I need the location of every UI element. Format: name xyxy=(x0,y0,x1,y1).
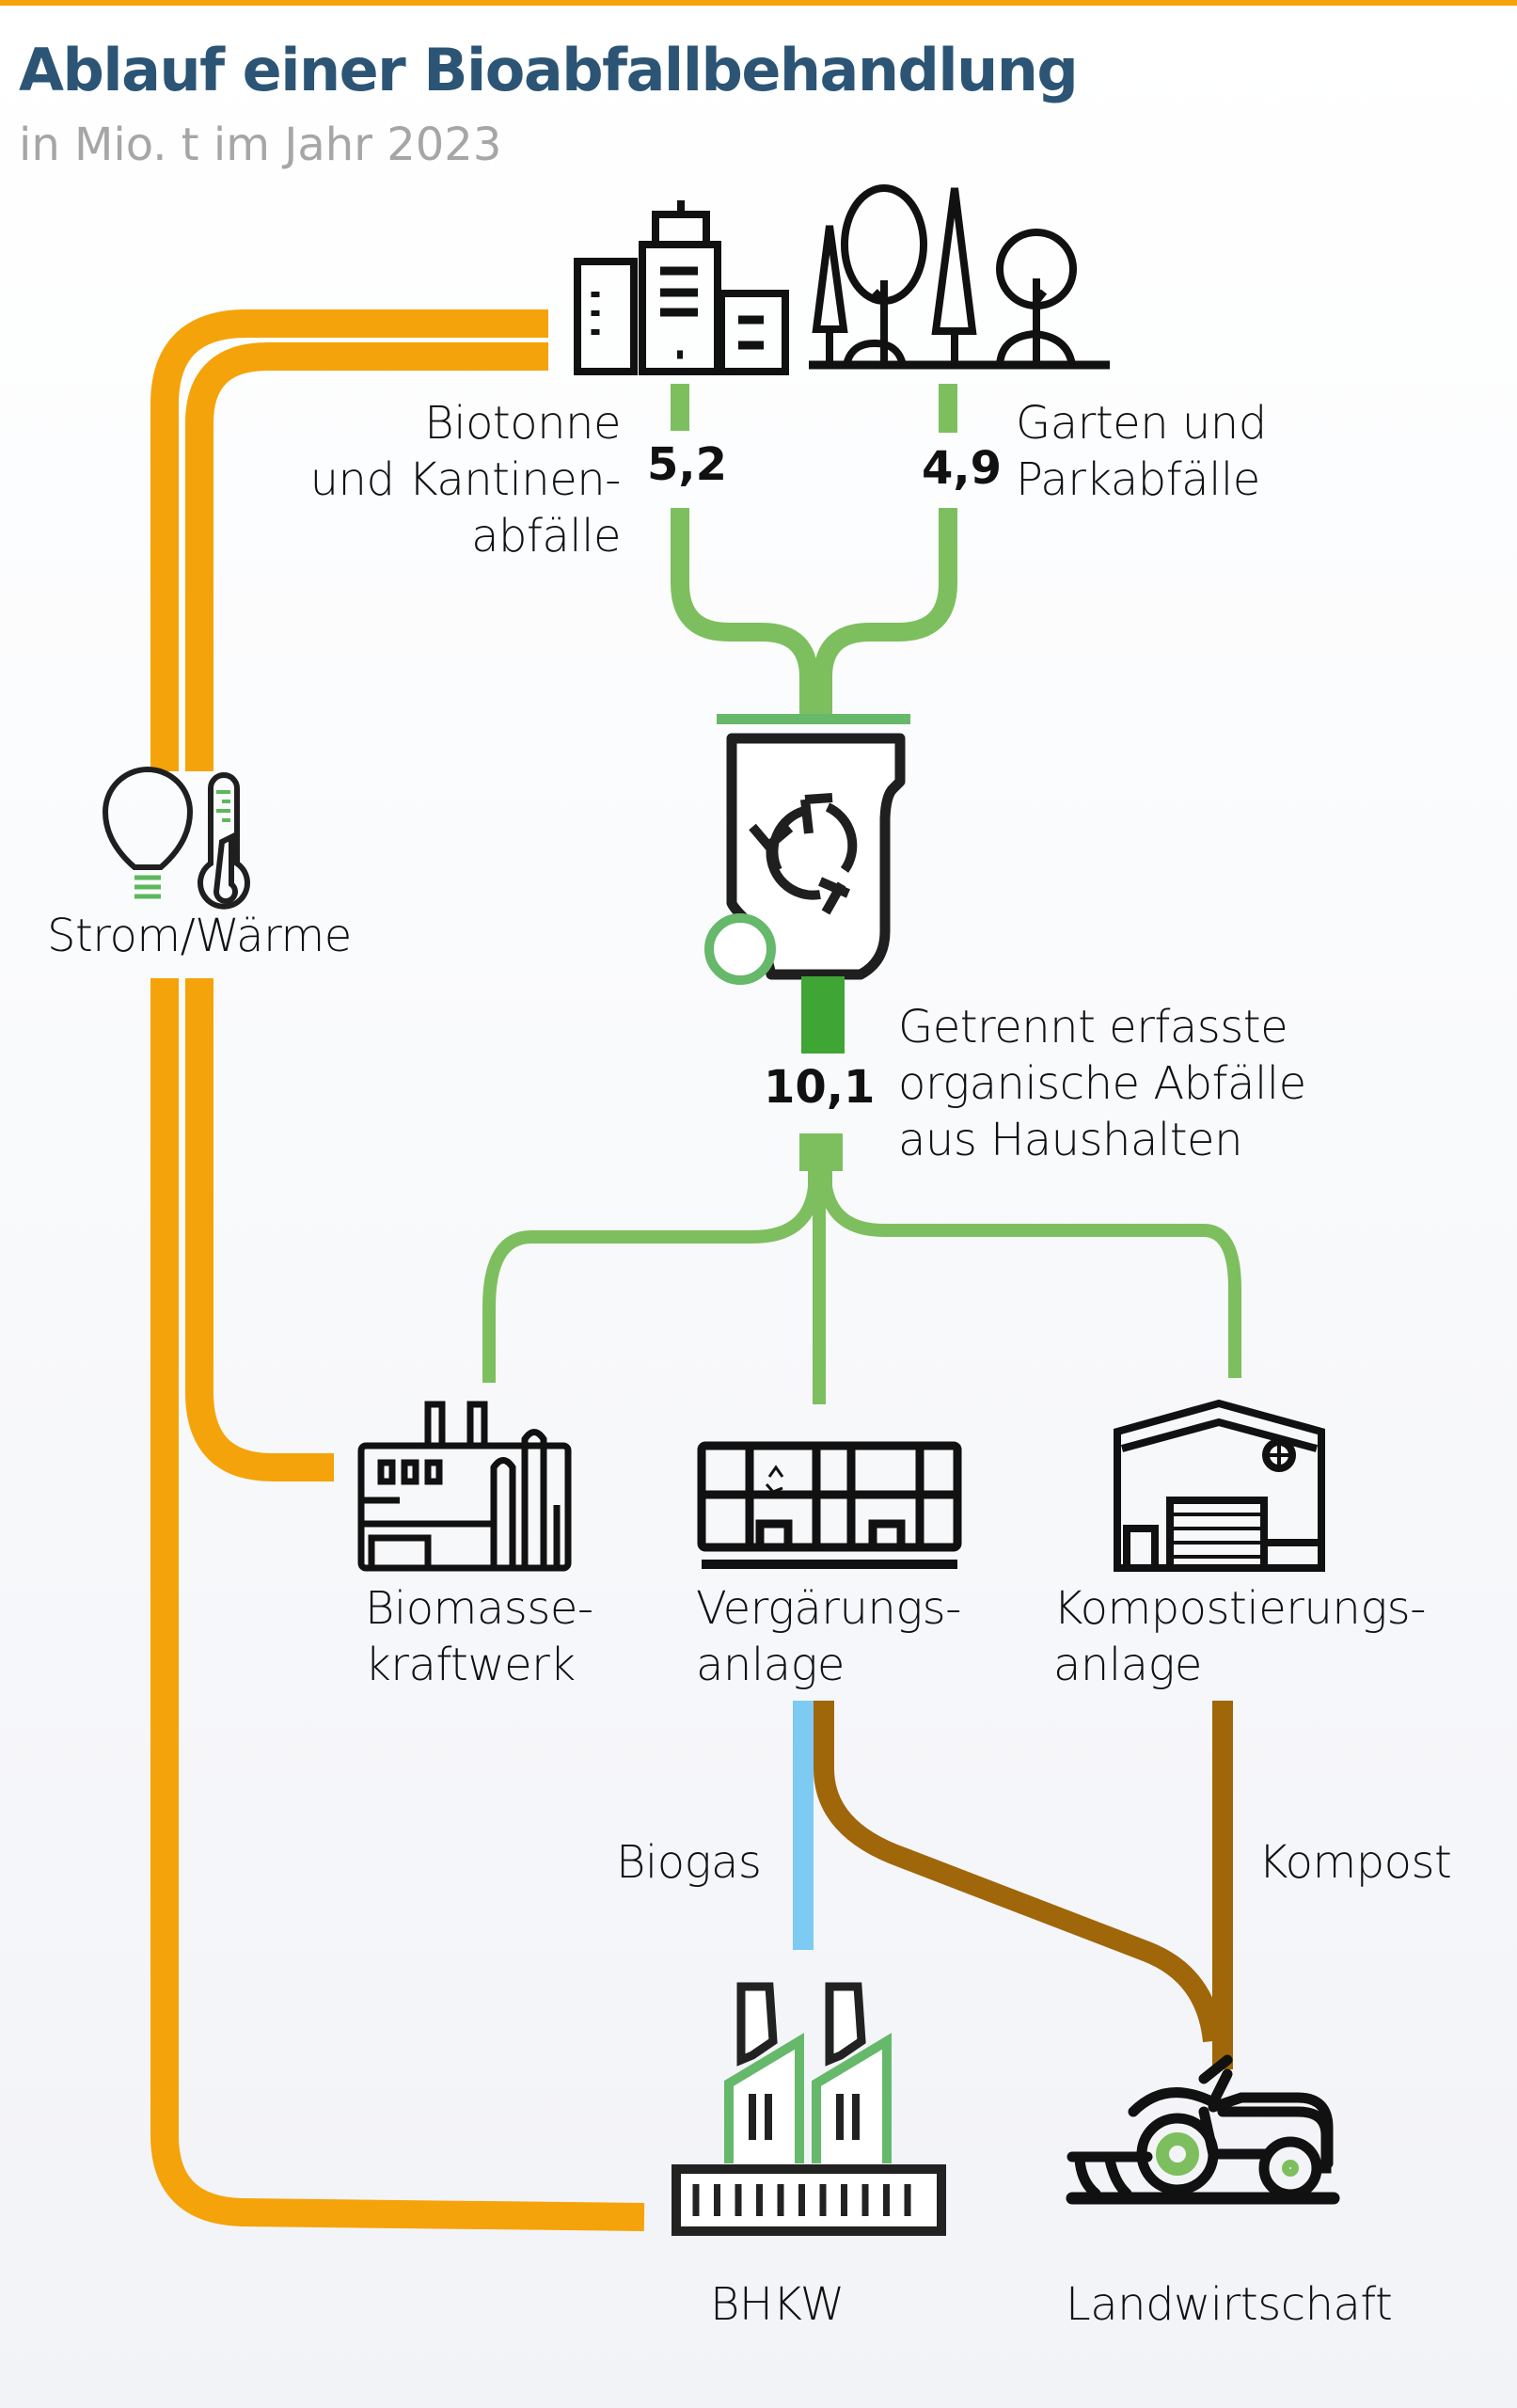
energy-line-outer-lower xyxy=(150,978,645,2231)
energy-line-inner-lower xyxy=(185,978,334,1481)
label-line: Kompostierungs- xyxy=(1053,1582,1426,1635)
compost-line-fermentation xyxy=(814,1701,1224,2043)
trees-park-icon xyxy=(809,184,1110,370)
value-collected: 10,1 xyxy=(764,1061,876,1114)
fermentation-plant-icon xyxy=(697,1441,962,1569)
label-line: kraftwerk xyxy=(365,1639,576,1691)
source-label-biotonne: Biotonne und Kantinen- abfälle xyxy=(254,395,622,564)
destination-label-agriculture: Landwirtschaft xyxy=(1066,2278,1393,2331)
label-line: anlage xyxy=(696,1639,845,1691)
page-title: Ablauf einer Bioabfallbehandlung xyxy=(19,36,1079,104)
source-flow-lines xyxy=(671,384,957,715)
page-subtitle: in Mio. t im Jahr 2023 xyxy=(19,119,502,171)
facility-label-fermentation: Vergärungs- anlage xyxy=(696,1580,961,1693)
compost-label: Kompost xyxy=(1258,1836,1452,1889)
facility-label-biomass: Biomasse- kraftwerk xyxy=(365,1580,593,1693)
biogas-label: Biogas xyxy=(616,1836,762,1889)
composting-plant-icon xyxy=(1114,1399,1325,1572)
value-garden: 4,9 xyxy=(922,442,1003,495)
source-line-biotonne xyxy=(671,508,818,715)
label-line: anlage xyxy=(1053,1639,1202,1691)
value-biotonne: 5,2 xyxy=(647,438,728,491)
collection-label: Getrennt erfasste organische Abfälle aus… xyxy=(898,999,1425,1168)
energy-line-inner xyxy=(185,342,548,771)
collection-stem-lower xyxy=(799,1133,843,1171)
label-line: aus Haushalten xyxy=(898,1114,1242,1166)
energy-flow-lines xyxy=(150,309,645,2231)
label-line: organische Abfälle xyxy=(898,1057,1306,1110)
label-line: und Kantinen- xyxy=(309,453,622,506)
tractor-icon xyxy=(1066,2054,1340,2205)
branch-biomass xyxy=(482,1166,821,1383)
biomass-plant-icon xyxy=(357,1401,572,1572)
source-label-garden: Garten und Parkabfälle xyxy=(1016,395,1392,508)
distribution-flow-lines xyxy=(482,1166,1241,1404)
label-line: Garten und xyxy=(1016,397,1267,450)
label-line: abfälle xyxy=(471,510,621,562)
source-line-garden xyxy=(814,508,957,715)
light-bulb-icon xyxy=(102,767,194,899)
chp-plant-icon xyxy=(672,1982,946,2236)
label-line: Biomasse- xyxy=(365,1582,593,1635)
facility-label-composting: Kompostierungs- anlage xyxy=(1053,1580,1426,1693)
label-line: Vergärungs- xyxy=(696,1582,961,1635)
thermometer-icon xyxy=(198,772,250,910)
energy-line-outer xyxy=(150,309,548,771)
city-buildings-icon xyxy=(574,200,789,375)
label-line: Getrennt erfasste xyxy=(898,1001,1288,1054)
top-accent-rule xyxy=(0,0,1517,6)
biobin-recycle-icon xyxy=(704,714,910,985)
collection-stem xyxy=(801,976,845,1054)
compost-flow-lines xyxy=(814,1701,1233,2069)
branch-composting xyxy=(819,1166,1241,1378)
label-line: Parkabfälle xyxy=(1016,453,1260,506)
energy-label: Strom/Wärme xyxy=(47,910,352,962)
destination-label-bhkw: BHKW xyxy=(710,2278,845,2331)
biogas-line xyxy=(793,1701,814,1950)
label-line: Biotonne xyxy=(424,397,621,450)
